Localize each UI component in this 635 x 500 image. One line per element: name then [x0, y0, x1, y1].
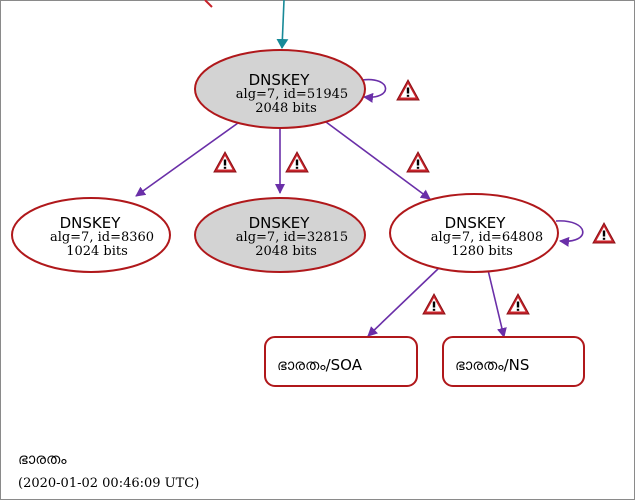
warning-icon[interactable] — [285, 151, 309, 173]
warning-icon[interactable] — [406, 151, 430, 173]
dnskey-node-64808[interactable]: DNSKEY alg=7, id=64808 1280 bits — [389, 193, 559, 273]
node-title: DNSKEY — [445, 214, 507, 232]
parent-edge-fragment — [204, 0, 213, 8]
node-detail: alg=7, id=8360 — [50, 230, 154, 245]
node-bits: 1024 bits — [66, 244, 128, 259]
ds-edge — [276, 0, 289, 49]
zone-name: ഭാരതം — [18, 450, 67, 468]
node-detail: alg=7, id=51945 — [236, 87, 348, 102]
edge-ksk-to-8360 — [135, 122, 239, 197]
warning-icon[interactable] — [396, 79, 420, 101]
dnskey-node-32815[interactable]: DNSKEY alg=7, id=32815 2048 bits — [194, 197, 366, 273]
warning-icon[interactable] — [213, 151, 237, 173]
node-detail: alg=7, id=32815 — [236, 230, 348, 245]
selfloop-64808 — [555, 220, 584, 247]
rrset-soa[interactable]: ഭാരതം/SOA — [264, 336, 418, 387]
node-title: DNSKEY — [60, 214, 122, 232]
warning-icon[interactable] — [506, 293, 530, 315]
rrset-label: ഭാരതം/NS — [455, 356, 529, 374]
edge-64808-to-soa — [367, 266, 441, 337]
rrset-ns[interactable]: ഭാരതം/NS — [442, 336, 585, 387]
warning-icon[interactable] — [592, 222, 616, 244]
node-detail: alg=7, id=64808 — [431, 230, 543, 245]
node-bits: 2048 bits — [255, 101, 317, 116]
edge-64808-to-ns — [487, 269, 507, 338]
node-title: DNSKEY — [249, 214, 311, 232]
edge-ksk-to-64808 — [325, 121, 431, 200]
warning-icon[interactable] — [422, 293, 446, 315]
zone-timestamp: (2020-01-02 00:46:09 UTC) — [18, 476, 200, 491]
selfloop-ksk — [361, 78, 387, 103]
dnskey-node-51945[interactable]: DNSKEY alg=7, id=51945 2048 bits — [194, 49, 366, 129]
rrset-label: ഭാരതം/SOA — [277, 356, 363, 374]
node-title: DNSKEY — [249, 71, 311, 89]
dnskey-node-8360[interactable]: DNSKEY alg=7, id=8360 1024 bits — [11, 197, 171, 273]
node-bits: 1280 bits — [451, 244, 513, 259]
node-bits: 2048 bits — [255, 244, 317, 259]
